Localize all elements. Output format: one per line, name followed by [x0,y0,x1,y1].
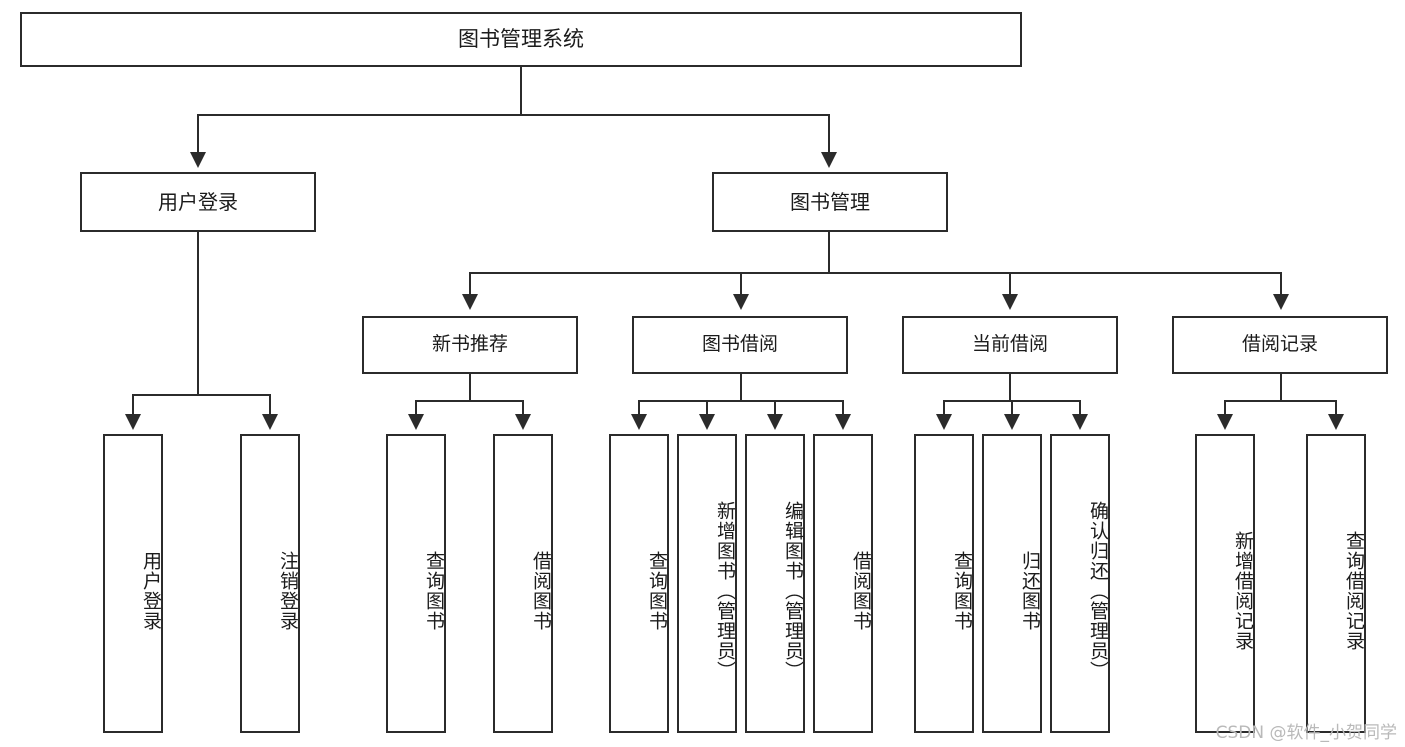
connector-current-borrow-drop-2 [1011,400,1013,416]
arrow-new-book-recommend-leaf-2 [515,414,531,430]
arrow-borrow-records-leaf-1 [1217,414,1233,430]
connector-root-stem [520,67,522,115]
leaf-current-borrow-query-book[interactable]: 查询图书 [914,434,974,733]
arrow-user-login-leaf-1 [125,414,141,430]
connector-book-management-stem [828,232,830,274]
leaf-book-borrow-borrow-book[interactable]: 借阅图书 [813,434,873,733]
leaf-book-borrow-query-book[interactable]: 查询图书 [609,434,669,733]
leaf-book-borrow-add-book-admin[interactable]: 新增图书（管理员） [677,434,737,733]
connector-borrow-records-drop-2 [1335,400,1337,416]
arrow-to-current-borrow [1002,294,1018,310]
node-label: 当前借阅 [971,333,1048,356]
connector-book-borrow-stem [740,374,742,402]
node-label: 图书借阅 [701,333,778,356]
arrow-book-borrow-leaf-2 [699,414,715,430]
leaf-label: 归还图书 [1019,550,1041,631]
node-new-book-recommend[interactable]: 新书推荐 [362,316,578,374]
leaf-label: 新增借阅记录 [1232,530,1254,651]
watermark-text: CSDN @软件_小贺同学 [1215,723,1397,743]
connector-current-borrow-drop-1 [943,400,945,416]
connector-root-to-book-management [828,114,830,154]
leaf-label: 借阅图书 [530,550,552,631]
node-label: 用户登录 [158,189,238,214]
leaf-label: 编辑图书（管理员） [782,500,804,681]
connector-book-borrow-drop-3 [774,400,776,416]
node-label: 图书管理系统 [458,27,584,52]
connector-borrow-records-drop-1 [1224,400,1226,416]
leaf-current-borrow-return-book[interactable]: 归还图书 [982,434,1042,733]
leaf-current-borrow-confirm-return-admin[interactable]: 确认归还（管理员） [1050,434,1110,733]
connector-current-borrow-drop-3 [1079,400,1081,416]
leaf-label: 确认归还（管理员） [1087,500,1109,681]
connector-borrow-records-bus [1224,400,1337,402]
connector-new-book-recommend-bus [415,400,523,402]
arrow-new-book-recommend-leaf-1 [408,414,424,430]
leaf-label: 查询图书 [951,550,973,631]
arrow-to-borrow-records [1273,294,1289,310]
connector-user-login-bus [132,394,270,396]
connector-user-login-drop-2 [269,394,271,416]
connector-book-borrow-drop-4 [842,400,844,416]
node-label: 新书推荐 [431,333,508,356]
arrow-current-borrow-leaf-2 [1004,414,1020,430]
node-current-borrow[interactable]: 当前借阅 [902,316,1118,374]
leaf-label: 查询图书 [646,550,668,631]
connector-book-borrow-drop-2 [706,400,708,416]
connector-borrow-records-stem [1280,374,1282,402]
connector-root-bus [197,114,829,116]
connector-level3-bus [469,272,1280,274]
node-label: 借阅记录 [1241,333,1318,356]
node-borrow-records[interactable]: 借阅记录 [1172,316,1388,374]
arrow-current-borrow-leaf-3 [1072,414,1088,430]
leaf-label: 注销登录 [277,550,299,631]
connector-to-current-borrow [1009,272,1011,296]
arrow-root-to-book-management [821,152,837,168]
connector-current-borrow-stem [1009,374,1011,402]
connector-user-login-drop-1 [132,394,134,416]
connector-new-book-recommend-stem [469,374,471,402]
leaf-label: 用户登录 [140,550,162,631]
node-book-management[interactable]: 图书管理 [712,172,948,232]
arrow-root-to-user-login [190,152,206,168]
connector-book-borrow-bus [638,400,844,402]
arrow-user-login-leaf-2 [262,414,278,430]
leaf-label: 借阅图书 [850,550,872,631]
leaf-borrow-records-query-record[interactable]: 查询借阅记录 [1306,434,1366,733]
leaf-user-login-login[interactable]: 用户登录 [103,434,163,733]
connector-new-book-recommend-drop-1 [415,400,417,416]
arrow-current-borrow-leaf-1 [936,414,952,430]
leaf-label: 查询图书 [423,550,445,631]
arrow-to-book-borrow [733,294,749,310]
node-user-login[interactable]: 用户登录 [80,172,316,232]
connector-to-borrow-records [1280,272,1282,296]
arrow-book-borrow-leaf-1 [631,414,647,430]
leaf-user-login-logout[interactable]: 注销登录 [240,434,300,733]
node-label: 图书管理 [790,189,870,214]
leaf-new-book-query-book[interactable]: 查询图书 [386,434,446,733]
arrow-borrow-records-leaf-2 [1328,414,1344,430]
arrow-book-borrow-leaf-3 [767,414,783,430]
leaf-label: 查询借阅记录 [1343,530,1365,651]
node-book-borrow[interactable]: 图书借阅 [632,316,848,374]
leaf-label: 新增图书（管理员） [714,500,736,681]
connector-to-new-book-recommend [469,272,471,296]
arrow-to-new-book-recommend [462,294,478,310]
leaf-borrow-records-add-record[interactable]: 新增借阅记录 [1195,434,1255,733]
leaf-book-borrow-edit-book-admin[interactable]: 编辑图书（管理员） [745,434,805,733]
arrow-book-borrow-leaf-4 [835,414,851,430]
connector-to-book-borrow [740,272,742,296]
connector-book-borrow-drop-1 [638,400,640,416]
connector-user-login-stem [197,232,199,396]
node-root-book-management-system[interactable]: 图书管理系统 [20,12,1022,67]
leaf-new-book-borrow-book[interactable]: 借阅图书 [493,434,553,733]
connector-new-book-recommend-drop-2 [522,400,524,416]
connector-root-to-user-login [197,114,199,154]
